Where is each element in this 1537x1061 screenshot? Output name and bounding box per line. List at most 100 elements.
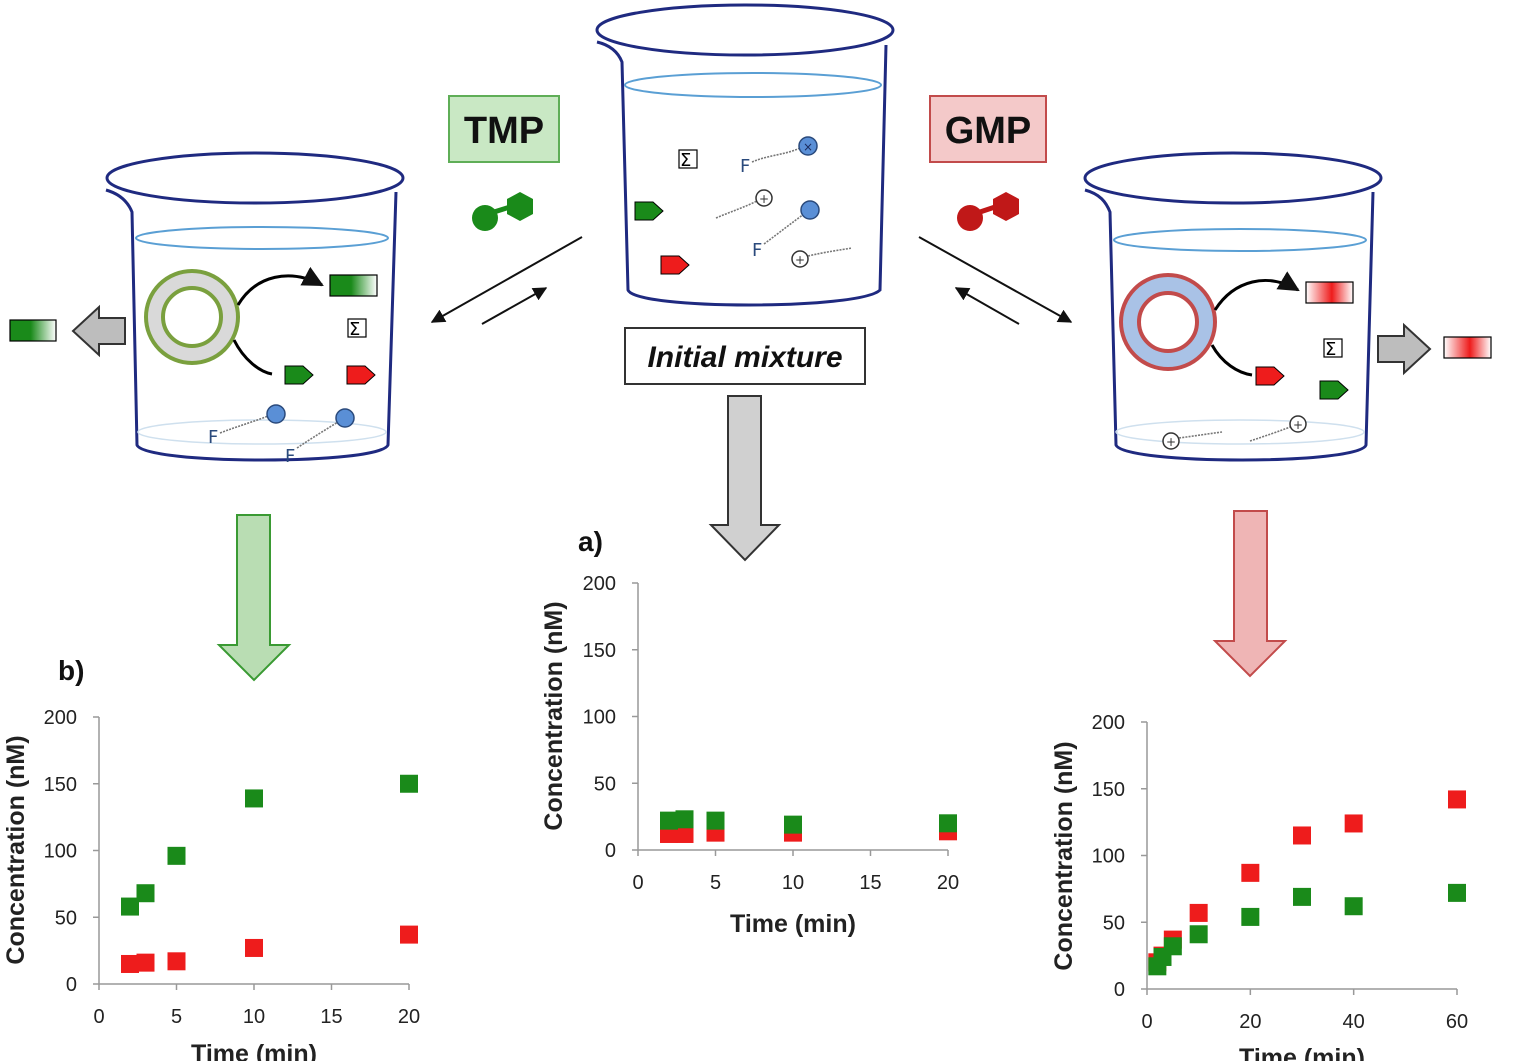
x-tick-label: 10	[782, 872, 804, 894]
x-axis-title: Time (min)	[191, 1040, 317, 1061]
green-tag-icon	[284, 365, 314, 385]
initial-mixture-label-box: Initial mixture	[624, 327, 866, 385]
data-point	[1241, 863, 1260, 882]
svg-text:Σ: Σ	[1325, 339, 1336, 360]
y-axis-title: Concentration (nM)	[1050, 741, 1078, 970]
y-tick-label: 100	[1092, 846, 1125, 868]
x-tick-label: 20	[937, 872, 959, 894]
fluorophore-blue-probe-icon: F	[752, 200, 820, 261]
svg-text:F: F	[208, 427, 218, 448]
data-point	[939, 814, 957, 833]
sigma-molecule-icon: Σ	[347, 318, 367, 340]
x-tick-label: 15	[859, 872, 881, 894]
x-tick-label: 60	[1446, 1011, 1468, 1033]
x-tick-label: 15	[320, 1006, 342, 1028]
data-point	[400, 774, 418, 793]
x-axis-title: Time (min)	[730, 910, 856, 938]
y-axis-title: Concentration (nM)	[540, 601, 568, 830]
data-point	[121, 954, 139, 973]
initial-mixture-beaker: Σ F × F + +	[595, 3, 895, 307]
data-point	[1344, 897, 1363, 916]
data-point	[1163, 937, 1182, 956]
green-gradient-signal-icon	[9, 319, 57, 342]
y-tick-label: 50	[1103, 912, 1125, 934]
x-tick-label: 5	[171, 1006, 182, 1028]
gmp-label: GMP	[945, 110, 1032, 152]
tmp-label: TMP	[464, 110, 544, 152]
svg-text:F: F	[740, 156, 750, 177]
tmp-beaker: Σ F F	[105, 151, 405, 467]
svg-text:+: +	[1293, 418, 1303, 432]
sigma-molecule-icon: Σ	[678, 149, 698, 171]
equilibrium-arrows-right	[918, 236, 1073, 325]
y-tick-label: 150	[583, 640, 616, 662]
y-tick-label: 50	[594, 773, 616, 795]
data-point	[245, 789, 263, 808]
data-point	[675, 824, 694, 843]
svg-text:Σ: Σ	[680, 150, 691, 171]
green-receptor-ring-icon	[144, 269, 240, 365]
x-tick-label: 5	[710, 872, 721, 894]
data-point	[675, 810, 694, 829]
svg-text:Σ: Σ	[349, 319, 360, 340]
y-tick-label: 0	[605, 840, 616, 862]
gray-right-arrow-icon	[1377, 322, 1432, 376]
quencher-probe-icon: +	[1162, 431, 1223, 450]
data-point	[1448, 790, 1466, 809]
data-point	[1293, 887, 1311, 906]
data-point	[121, 897, 139, 916]
tmp-molecule-icon	[472, 192, 533, 231]
gray-left-arrow-icon	[71, 304, 126, 358]
quencher-probe-icon: +	[791, 247, 853, 268]
y-tick-label: 200	[583, 573, 616, 595]
green-tag-icon	[1319, 380, 1349, 400]
fluorophore-blue-probe-icon: F ×	[740, 136, 818, 177]
x-tick-label: 10	[243, 1006, 265, 1028]
y-tick-label: 200	[1092, 712, 1125, 734]
data-point	[136, 953, 155, 972]
red-down-arrow-icon	[1212, 510, 1288, 678]
red-tag-icon	[1255, 366, 1285, 386]
equilibrium-arrows-left	[430, 236, 583, 325]
red-receptor-ring-icon	[1119, 273, 1217, 371]
y-tick-label: 150	[1092, 779, 1125, 801]
gray-down-arrow-icon	[708, 395, 782, 562]
svg-text:+: +	[759, 192, 769, 206]
data-point	[1293, 826, 1311, 845]
green-down-arrow-icon	[216, 514, 292, 682]
x-tick-label: 0	[632, 872, 643, 894]
data-point	[167, 952, 186, 971]
data-point	[1344, 814, 1363, 833]
green-tag-icon	[634, 201, 664, 221]
x-tick-label: 20	[398, 1006, 420, 1028]
x-axis-title: Time (min)	[1239, 1044, 1365, 1061]
data-point	[1189, 903, 1208, 922]
data-point	[1448, 883, 1466, 902]
data-point	[1241, 907, 1260, 926]
svg-text:F: F	[285, 446, 295, 467]
data-point	[167, 846, 186, 865]
green-gradient-signal-icon	[329, 274, 378, 297]
data-point	[400, 925, 418, 944]
y-tick-label: 100	[583, 707, 616, 729]
y-axis-title: Concentration (nM)	[2, 735, 30, 964]
y-tick-label: 50	[55, 907, 77, 929]
y-tick-label: 100	[44, 841, 77, 863]
svg-text:+: +	[795, 253, 805, 267]
red-tag-icon	[346, 365, 376, 385]
x-tick-label: 0	[1141, 1011, 1152, 1033]
y-tick-label: 0	[66, 974, 77, 996]
data-point	[784, 815, 802, 834]
initial-mixture-label: Initial mixture	[647, 341, 842, 374]
quencher-probe-icon: +	[1249, 415, 1307, 442]
y-tick-label: 150	[44, 774, 77, 796]
data-point	[706, 811, 725, 830]
quencher-probe-icon: +	[715, 189, 773, 219]
gmp-label-box: GMP	[929, 95, 1047, 163]
svg-text:+: +	[1166, 435, 1176, 449]
red-gradient-signal-icon	[1305, 281, 1354, 304]
svg-text:F: F	[752, 240, 762, 261]
